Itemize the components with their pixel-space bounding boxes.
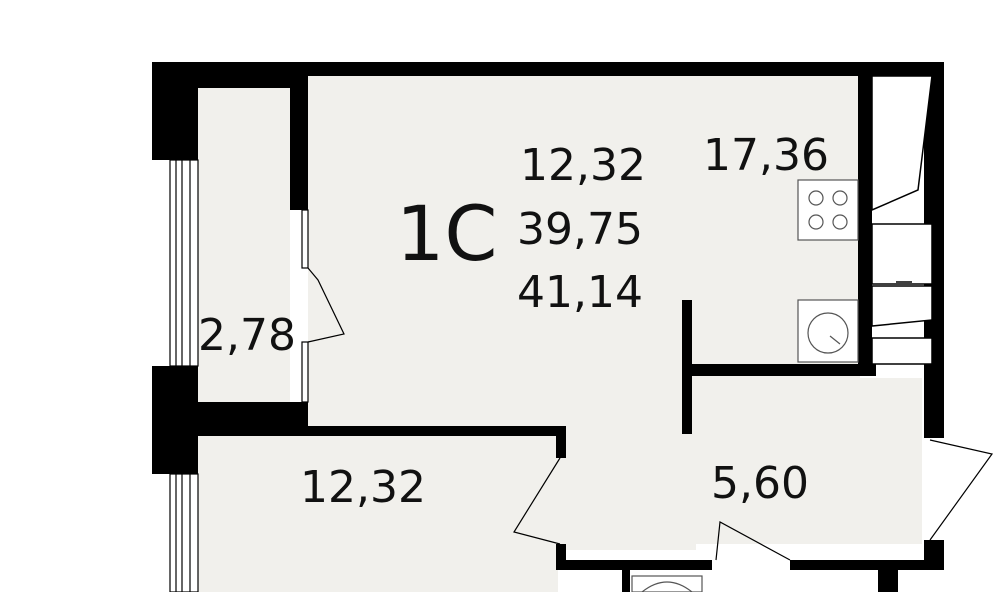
stove-burner-icon: [832, 190, 848, 206]
floor-corridor: [556, 426, 696, 550]
bedroom-door-swing: [513, 457, 561, 545]
balcony-area-label: 2,78: [198, 310, 296, 361]
wall-bottom-strip: [566, 560, 712, 570]
wall-left-middle: [152, 366, 198, 474]
toilet-icon: [631, 575, 703, 592]
shaft-lower: [871, 285, 933, 327]
wall-bottom-strip-right: [790, 560, 930, 570]
wall-bedroom-door-jamb: [556, 426, 566, 458]
hall-area-label: 5,60: [711, 458, 809, 509]
wall-kitchen-partition: [682, 300, 692, 434]
sink-bowl-icon: [807, 312, 849, 354]
balcony-door-frame-top: [301, 209, 309, 269]
wall-balcony-divider: [290, 76, 308, 210]
wall-bottom-right-stub: [878, 570, 898, 592]
kitchen-area-label: 17,36: [703, 130, 829, 181]
wall-balcony-top: [198, 76, 308, 88]
walls: [152, 62, 944, 592]
shaft-upper: [871, 75, 933, 212]
window-balcony: [169, 159, 199, 367]
sink-drain-icon: [829, 335, 841, 345]
stove-burner-icon: [808, 190, 824, 206]
floor-bedroom: [198, 434, 558, 592]
entrance-door-swing: [929, 439, 994, 541]
unit-code-label: 1С: [396, 189, 497, 278]
stove-icon: [797, 179, 859, 241]
wall-left-upper: [152, 62, 198, 160]
balcony-door-frame-bottom: [301, 341, 309, 403]
window-bedroom: [169, 473, 199, 592]
toilet-bowl-icon: [641, 581, 693, 592]
wall-bedroom-lower-jamb: [556, 544, 566, 570]
wall-top: [152, 62, 944, 76]
living-area-label: 39,75: [517, 204, 643, 255]
wall-bottom-mid-stub: [622, 570, 630, 592]
wall-bedroom-top: [198, 426, 564, 436]
balcony-door-swing: [307, 267, 345, 343]
appliances: [631, 179, 859, 592]
wall-right-lower: [924, 540, 944, 570]
stove-burner-icon: [832, 214, 848, 230]
stove-burner-icon: [808, 214, 824, 230]
floor-balcony: [198, 88, 290, 402]
windows: [169, 159, 199, 592]
doors: [301, 209, 994, 561]
shaft-small-box: [871, 337, 933, 365]
shaft-middle: [871, 223, 933, 285]
bedroom-area-label: 12,32: [300, 462, 426, 513]
floor-hall-strip: [690, 378, 922, 428]
total-area-label: 41,14: [517, 267, 643, 318]
wall-right-kitchen: [858, 76, 872, 376]
room-area-label: 12,32: [520, 140, 646, 191]
technical-shaft: [871, 75, 933, 365]
bathroom-door-swing: [715, 521, 791, 561]
wall-kitchen-bottom: [690, 364, 876, 376]
floor-areas: [198, 76, 922, 592]
